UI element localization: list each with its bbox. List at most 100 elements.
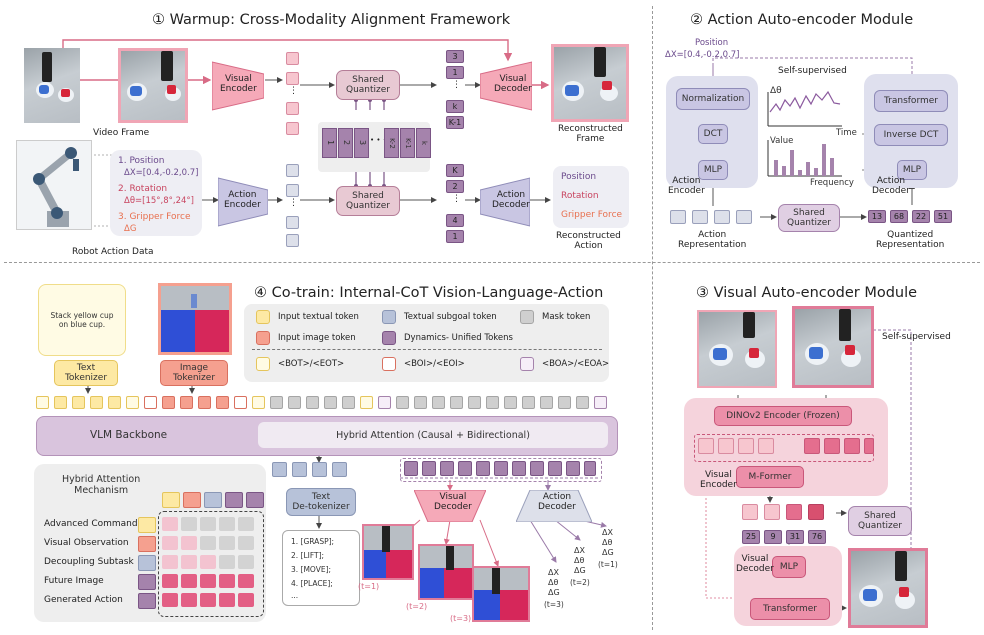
s2-transformer-box: Transformer [874,90,948,112]
s3-code-1: 25 [742,530,760,544]
shared-quantizer-1: Shared Quantizer [336,70,400,100]
future-frame-t1 [362,524,414,580]
section2-title: ② Action Auto-encoder Module [690,12,914,28]
act-code-4: 1 [446,230,464,243]
t2-label: (t=2) [406,602,428,611]
action-out-t3: ΔX Δθ ΔG [548,568,560,597]
action-data-panel: 1. Position ΔX=[0.4,-0.2,0.7] 2. Rotatio… [110,150,202,236]
text-tokenizer-box: Text Tokenizer [54,360,118,386]
s3-visual-decoder-label: Visual Decoder [736,554,774,574]
ham-row-label-5: Generated Action [44,595,123,605]
time-label: Time [836,128,857,138]
s3-shared-quantizer: Shared Quantizer [848,506,912,536]
text-detokenizer-box: Text De-tokenizer [286,488,356,516]
vis-code-dots: ⋮ [452,80,461,90]
ham-row-label-1: Advanced Command [44,519,138,529]
reconstructed-frame-photo [551,44,629,122]
action-encoder-1: Action Encoder [217,176,269,228]
act-code-2: 2 [446,180,464,193]
legend-boa: <BOA>/<EOA> [520,357,609,371]
vlm-backbone-label: VLM Backbone [90,429,168,441]
t1-label: (t=1) [358,582,380,591]
s2-action-encoder-label: Action Encoder [668,176,705,196]
s2-shared-quantizer: Shared Quantizer [778,204,840,232]
s2-position-label: Position [695,38,729,48]
legend-boi: <BOI>/<EOI> [382,357,465,371]
s3-target-frame [792,306,874,388]
section1-title: ① Warmup: Cross-Modality Alignment Frame… [152,12,511,28]
s2-quant-code-4: 51 [934,210,952,223]
action-out-t2: ΔX Δθ ΔG [574,546,586,575]
recon-action-label: Reconstructed Action [556,231,621,251]
s3-code-2: 9 [764,530,782,544]
legend-mask: Mask token [520,310,590,324]
t3-label: (t=3) [450,614,472,623]
legend-input-image: Input image token [256,331,356,345]
s4-visual-decoder: Visual Decoder [413,489,487,523]
action-out-t1-label: (t=1) [598,560,618,569]
ham-row-label-3: Decoupling Subtask [44,557,134,567]
s2-action-repr-label: Action Representation [678,230,747,250]
act-code-1: K [446,164,464,177]
vis-code-2: 1 [446,66,464,79]
s2-mlp-decoder: MLP [897,160,927,180]
s2-quant-code-1: 13 [868,210,886,223]
act-code-3: 4 [446,214,464,227]
divider-vertical [652,6,653,630]
s3-visual-encoder-label: Visual Encoder [700,470,737,490]
s3-mlp-box: MLP [772,556,806,578]
s3-transformer-box: Transformer [750,598,830,620]
instruction-card: Stack yellow cup on blue cup. [38,284,126,356]
shared-quantizer-2: Shared Quantizer [336,186,400,216]
legend-panel [244,304,609,382]
video-frame-photo-2 [118,48,188,123]
section4-title: ④ Co-train: Internal-CoT Vision-Language… [254,285,604,301]
value-label: Value [770,136,794,146]
s2-position-value: ΔX=[0.4,-0.2,0.7] [665,50,740,60]
s4-action-decoder: Action Decoder [515,489,593,523]
codebook: 1 2 3 • • • K-2 K-1 k [318,122,431,172]
section3-title: ③ Visual Auto-encoder Module [696,285,918,301]
vis-code-4: K-1 [446,116,464,129]
action-out-t1: ΔX Δθ ΔG [602,528,614,557]
s2-action-decoder-label: Action Decoder [872,176,910,196]
dynamics-token-group [400,458,602,482]
subtask-list: 1. [GRASP]; 2. [LIFT]; 3. [MOVE]; 4. [PL… [282,530,360,606]
visual-decoder-1: Visual Decoder [479,60,533,112]
ham-row-label-4: Future Image [44,576,104,586]
action-decoder-1: Action Decoder [479,176,531,228]
s2-self-supervised: Self-supervised [778,66,847,76]
s2-mlp-encoder: MLP [698,160,728,180]
legend-dynamics: Dynamics- Unified Tokens [382,331,513,345]
hybrid-attention-bar: Hybrid Attention (Causal + Bidirectional… [258,422,608,448]
future-frame-t3 [472,566,530,622]
s2-quant-repr-label: Quantized Representation [876,230,945,250]
video-frame-label: Video Frame [93,128,150,138]
action-out-t2-label: (t=2) [570,578,590,587]
divider-horizontal [4,262,980,263]
normalization-box: Normalization [676,88,750,110]
ham-row-label-2: Visual Observation [44,538,129,548]
action-out-t3-label: (t=3) [544,600,564,609]
s3-code-3: 31 [786,530,804,544]
s3-code-4: 76 [808,530,826,544]
delta-theta-label: Δθ [770,86,782,96]
s3-input-frame [697,310,777,388]
visual-encoder-1: Visual Encoder [211,60,265,112]
robot-action-data-label: Robot Action Data [72,247,154,257]
vis-code-3: k [446,100,464,113]
ham-matrix-border [158,511,264,617]
ham-title: Hybrid Attention Mechanism [62,474,141,496]
robot-arm-photo [16,140,92,230]
image-tokenizer-box: Image Tokenizer [160,360,228,386]
dct-box: DCT [698,124,728,144]
legend-input-text: Input textual token [256,310,359,324]
legend-bot: <BOT>/<EOT> [256,357,344,371]
act-code-dots: ⋮ [452,194,461,204]
dinov2-box: DINOv2 Encoder (Frozen) [714,406,852,426]
s2-quant-code-3: 22 [912,210,930,223]
mformer-box: M-Former [736,466,804,488]
recon-frame-label: Reconstructed Frame [558,124,623,144]
